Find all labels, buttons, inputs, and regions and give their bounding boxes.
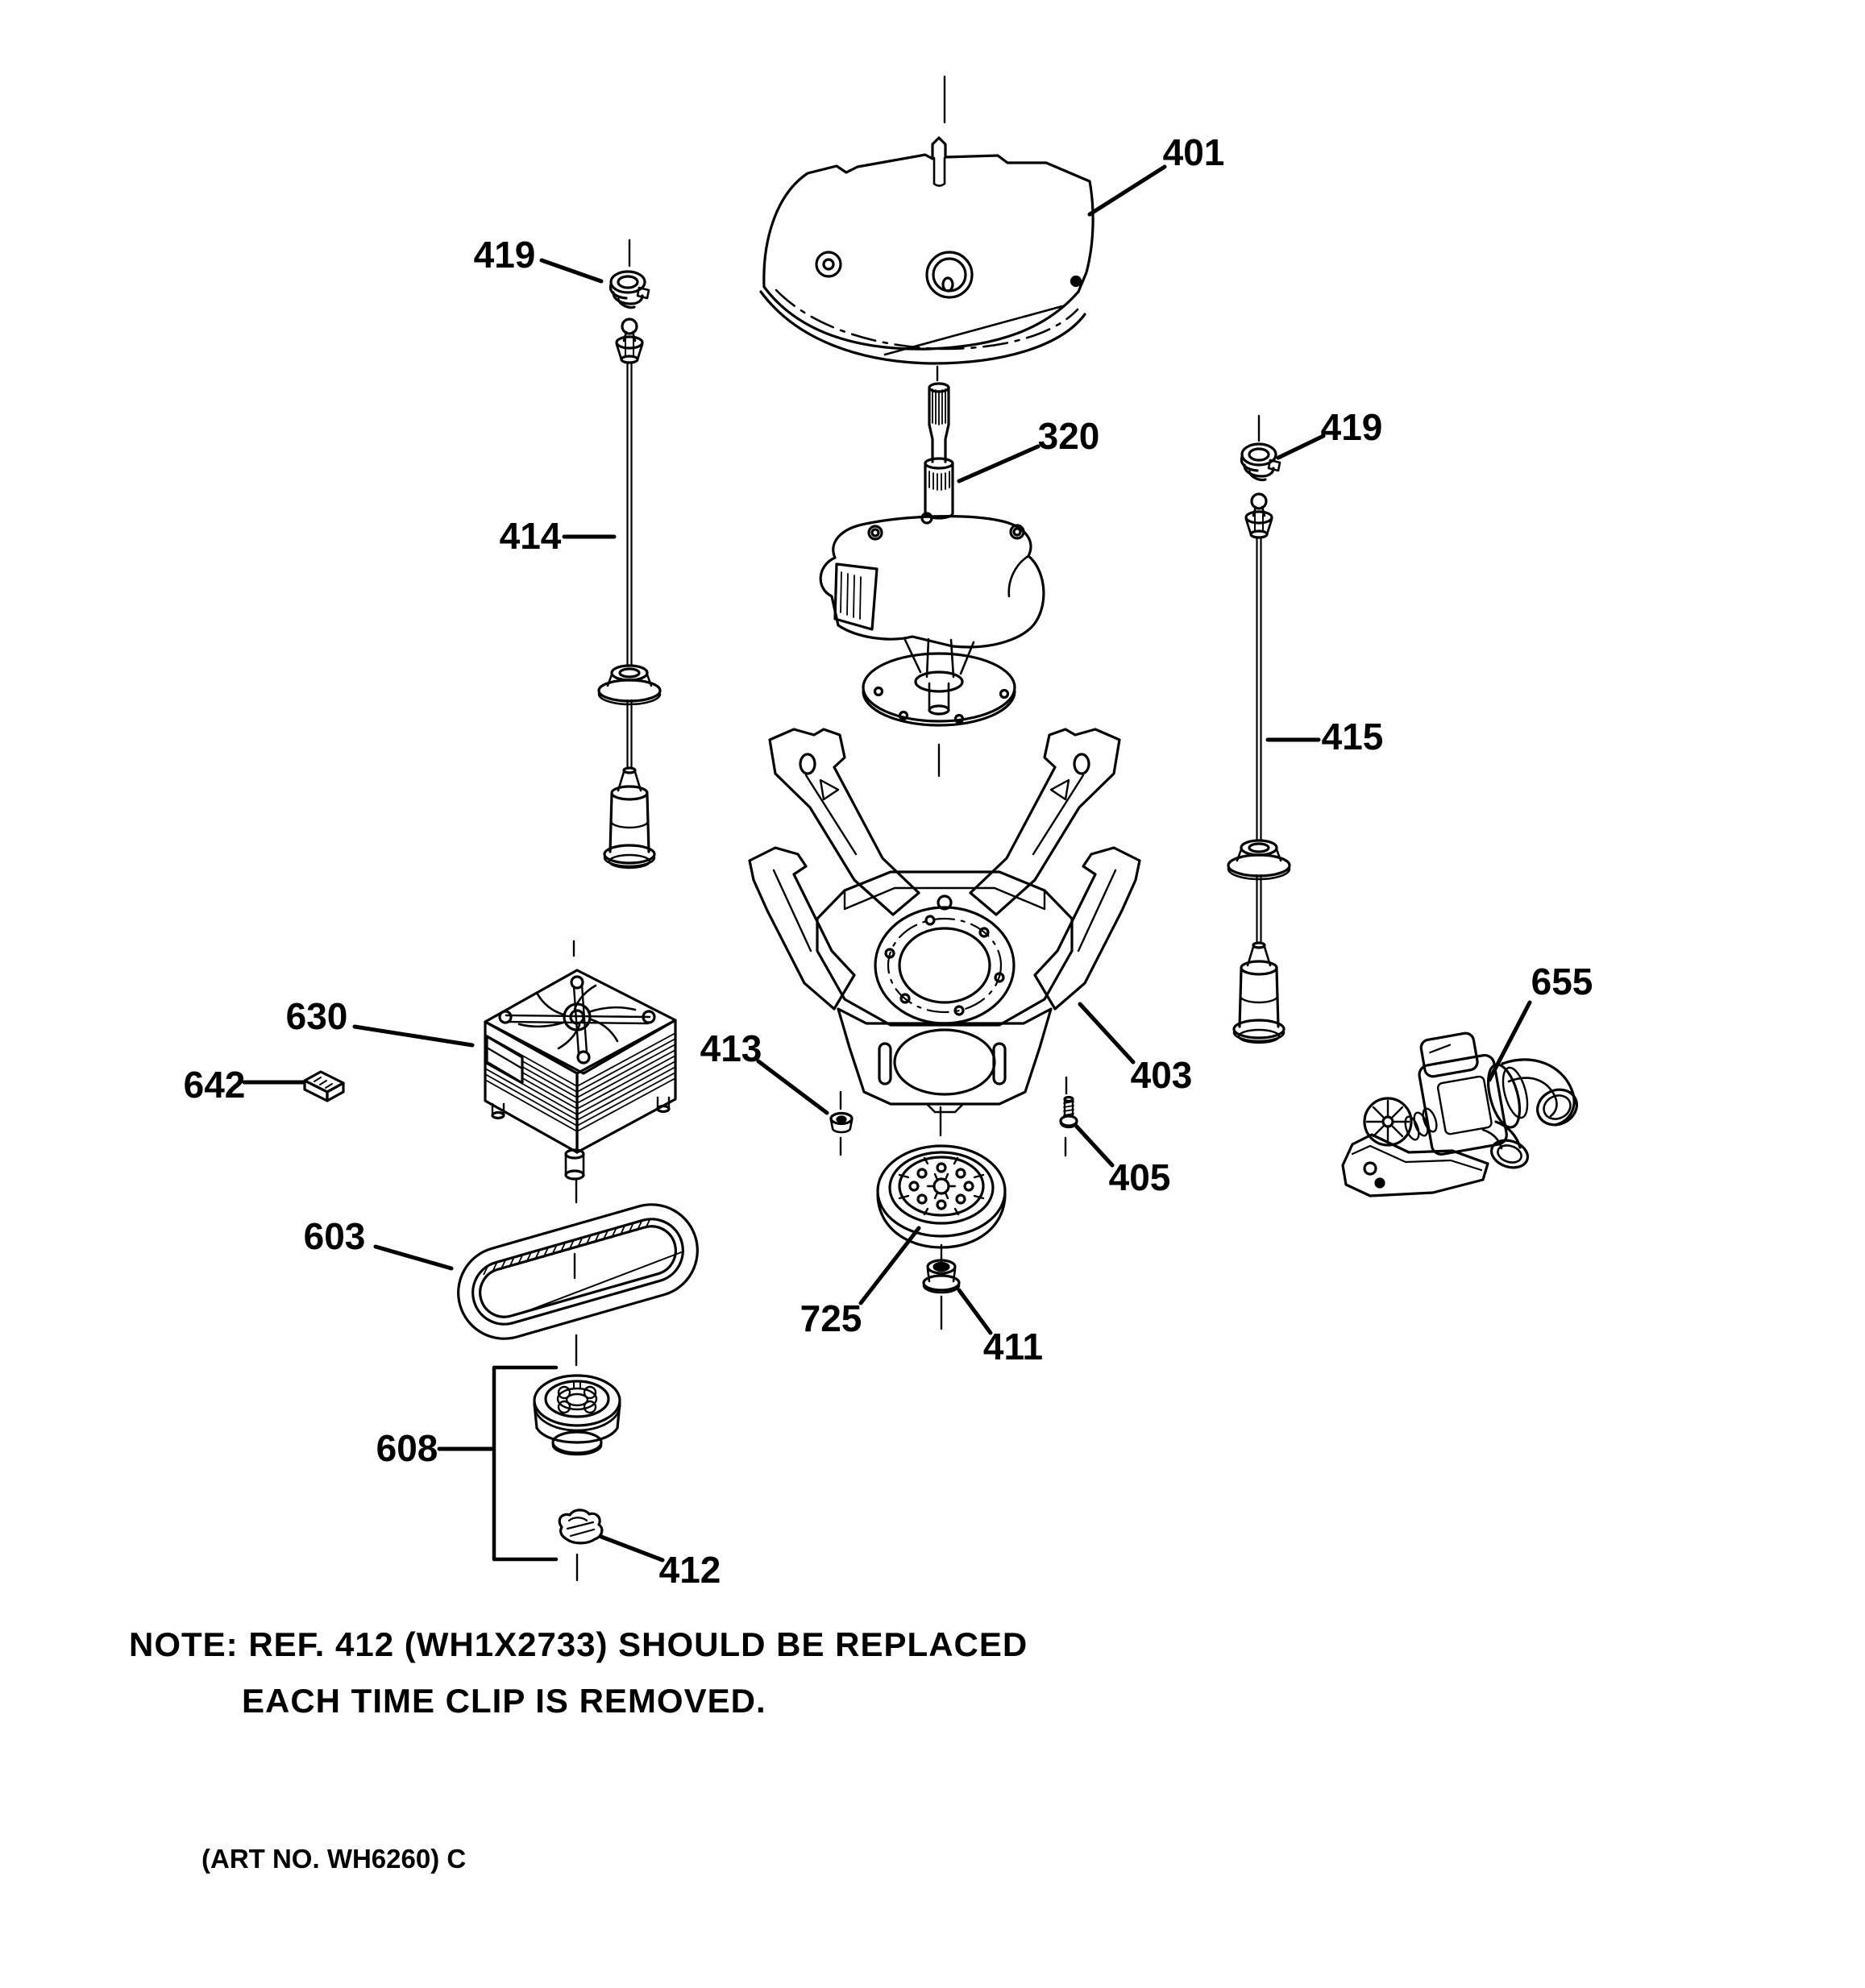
leader-405 (1074, 1124, 1115, 1168)
callout-655-label: 655 (1531, 961, 1593, 1002)
callout-419-left-label: 419 (474, 234, 536, 276)
art-number: (ART NO. WH6260) C (201, 1844, 466, 1874)
transmission-part (819, 382, 1045, 727)
callout-419-right-label: 419 (1321, 406, 1383, 448)
note-line-2: EACH TIME CLIP IS REMOVED. (242, 1682, 766, 1720)
terminal-block-part (303, 1070, 345, 1102)
nut-pulley-part (922, 1259, 961, 1294)
cover-part (759, 136, 1094, 365)
drain-pump-part (1341, 1031, 1578, 1197)
callout-405-label: 405 (1109, 1156, 1171, 1198)
leader-419-left (539, 258, 604, 284)
leader-401 (1087, 164, 1167, 217)
nut-platform-part (829, 1111, 854, 1134)
leader-630 (352, 1024, 475, 1048)
screw-part (1059, 1095, 1078, 1129)
leader-655 (1487, 1000, 1532, 1082)
clutch-bracket (492, 1365, 559, 1562)
leader-419-right (1276, 434, 1326, 460)
leader-403 (1078, 1002, 1136, 1065)
cap-left-part (609, 270, 650, 309)
leader-320 (957, 444, 1040, 484)
callout-608-label: 608 (376, 1427, 438, 1469)
callout-725-label: 725 (800, 1297, 862, 1339)
center-lines (572, 75, 1261, 1582)
note-line-1: NOTE: REF. 412 (WH1X2733) SHOULD BE REPL… (129, 1625, 1028, 1663)
callout-603-label: 603 (304, 1215, 366, 1257)
leader-412 (599, 1534, 665, 1563)
leader-413 (756, 1059, 829, 1115)
suspension-platform-part (748, 728, 1141, 1114)
leader-725 (858, 1226, 921, 1305)
callout-413-label: 413 (700, 1027, 762, 1069)
drive-motor-part (484, 969, 677, 1181)
suspension-rod-left-part (597, 317, 662, 869)
callout-320-label: 320 (1038, 415, 1100, 457)
callout-412-label: 412 (659, 1549, 721, 1591)
callout-401-label: 401 (1163, 131, 1225, 173)
callout-411-label: 411 (983, 1326, 1043, 1368)
callout-leaders (242, 164, 1532, 1563)
cap-right-part (1240, 442, 1281, 482)
leader-411 (957, 1288, 993, 1335)
callout-403-label: 403 (1131, 1054, 1193, 1096)
callout-642-label: 642 (184, 1064, 246, 1106)
clutch-assembly-part (492, 1365, 621, 1562)
leader-603 (373, 1244, 454, 1271)
suspension-rod-right-part (1227, 492, 1291, 1044)
pulley-part (876, 1144, 1007, 1249)
callout-630-label: 630 (286, 995, 348, 1037)
callout-415-label: 415 (1322, 716, 1384, 757)
callout-414-label: 414 (500, 515, 562, 557)
drive-belt-part (457, 1203, 699, 1340)
clip-part (558, 1509, 604, 1545)
